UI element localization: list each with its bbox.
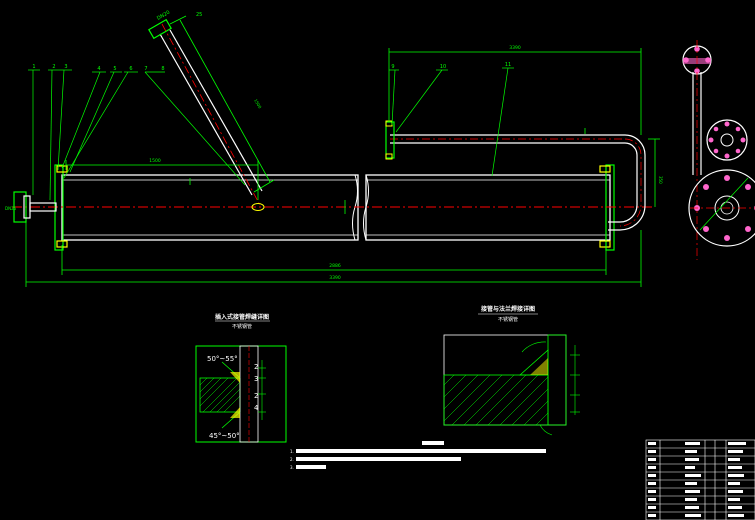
detail-b-title: 接管与法兰焊接详图 bbox=[480, 305, 535, 313]
balloon-7: 7 bbox=[144, 66, 147, 72]
inclined-dim-text: 1500 bbox=[253, 98, 263, 110]
dim-top-span: 3390 bbox=[509, 45, 521, 51]
svg-text:2.: 2. bbox=[290, 457, 294, 462]
balloon-1: 1 bbox=[32, 64, 35, 70]
dim-inlet-length: 1500 bbox=[149, 158, 161, 164]
detail-a-dim-1: 2 bbox=[254, 363, 258, 371]
balloon-6: 6 bbox=[129, 66, 132, 72]
detail-a-subtitle: 不锈钢管 bbox=[232, 323, 252, 330]
detail-b-subtitle: 不锈钢管 bbox=[498, 316, 518, 323]
svg-text:DN20: DN20 bbox=[156, 10, 171, 22]
balloon-10: 10 bbox=[440, 64, 446, 70]
angle-bottom-label: 45°~50° bbox=[209, 432, 240, 440]
leader-lines bbox=[28, 67, 514, 201]
inclined-centerline bbox=[161, 23, 261, 206]
balloon-8: 8 bbox=[161, 66, 164, 72]
top-tags: DN20 25 bbox=[156, 10, 202, 22]
svg-text:25: 25 bbox=[196, 12, 202, 18]
detail-a-dim-3: 2 bbox=[254, 392, 258, 400]
bom-table bbox=[645, 439, 755, 520]
inlet-nozzle-left bbox=[13, 191, 57, 223]
detail-a-title: 插入式接管焊缝详图 bbox=[215, 313, 269, 321]
balloon-3: 3 bbox=[64, 64, 67, 70]
dim-inner-length: 2886 bbox=[329, 263, 341, 269]
balloon-4: 4 bbox=[97, 66, 100, 72]
svg-text:1.: 1. bbox=[290, 449, 294, 454]
detail-a-dim-4: 4 bbox=[254, 404, 259, 412]
notes-block: 1. 2. 3. bbox=[290, 441, 546, 470]
u-tube-flange-bolts bbox=[385, 120, 393, 160]
bottom-dimensions bbox=[25, 220, 642, 287]
detail-b bbox=[443, 334, 580, 436]
detail-a: 2 3 2 4 50°~55° 45°~50° bbox=[195, 345, 287, 443]
balloon-9: 9 bbox=[391, 64, 394, 70]
dim-overall-length: 3390 bbox=[329, 275, 341, 281]
u-tube-bend-centerline bbox=[619, 138, 642, 227]
angle-top-label: 50°~55° bbox=[207, 355, 238, 363]
bom-entries bbox=[648, 442, 746, 517]
side-view bbox=[682, 40, 755, 260]
dim-bend-height: 350 bbox=[658, 176, 663, 184]
inlet-label: DN25 bbox=[5, 206, 17, 211]
right-vertical-dimension bbox=[648, 138, 660, 207]
inclined-dimension bbox=[169, 15, 275, 193]
balloon-2: 2 bbox=[52, 64, 55, 70]
balloon-numbers: 1 2 3 4 5 6 7 8 9 10 11 bbox=[32, 62, 511, 72]
top-span-dimension bbox=[388, 48, 642, 135]
balloon-11: 11 bbox=[505, 62, 511, 68]
balloon-5: 5 bbox=[113, 66, 116, 72]
tube-outlet bbox=[251, 203, 265, 211]
inlet-horizontal-dimension bbox=[65, 160, 259, 200]
svg-text:3.: 3. bbox=[290, 465, 294, 470]
inclined-tube bbox=[148, 18, 263, 196]
detail-a-dim-2: 3 bbox=[254, 375, 258, 383]
u-tube-flange bbox=[385, 121, 395, 159]
u-tube bbox=[390, 134, 646, 231]
weld-marks bbox=[189, 128, 586, 214]
